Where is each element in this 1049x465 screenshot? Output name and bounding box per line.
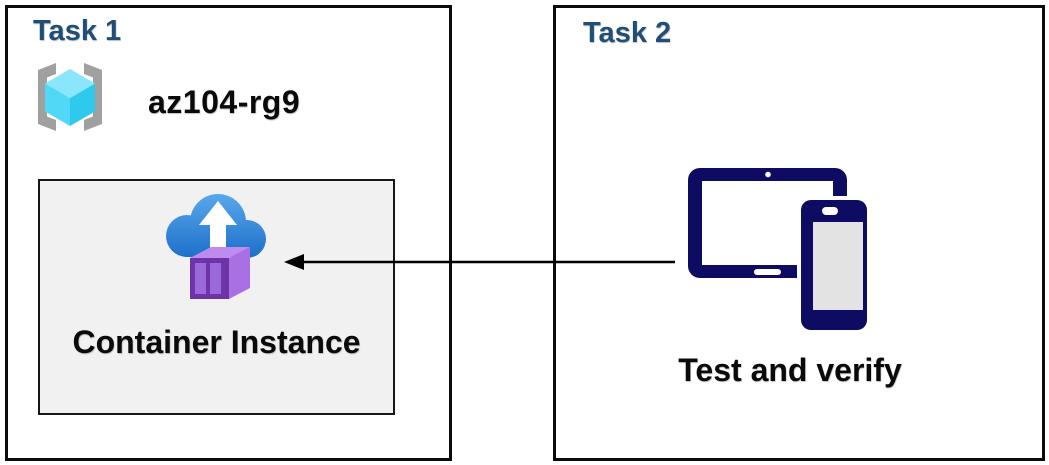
container-instance-icon <box>166 194 266 299</box>
test-and-verify-label: Test and verify <box>678 352 902 388</box>
devices-icon <box>688 168 871 334</box>
container-box <box>190 247 250 299</box>
task2-title: Task 2 <box>583 17 672 49</box>
task1-box: Task 1 az104-rg9 <box>5 5 452 461</box>
resource-group-name: az104-rg9 <box>148 84 301 120</box>
phone-shape <box>797 196 871 334</box>
task2-box: Task 2 Test and verify <box>553 5 1045 461</box>
task1-title: Task 1 <box>33 15 122 47</box>
container-instance-label: Container Instance <box>72 324 361 360</box>
container-instance-card: Container Instance <box>38 179 395 415</box>
resource-group-icon <box>38 63 102 131</box>
